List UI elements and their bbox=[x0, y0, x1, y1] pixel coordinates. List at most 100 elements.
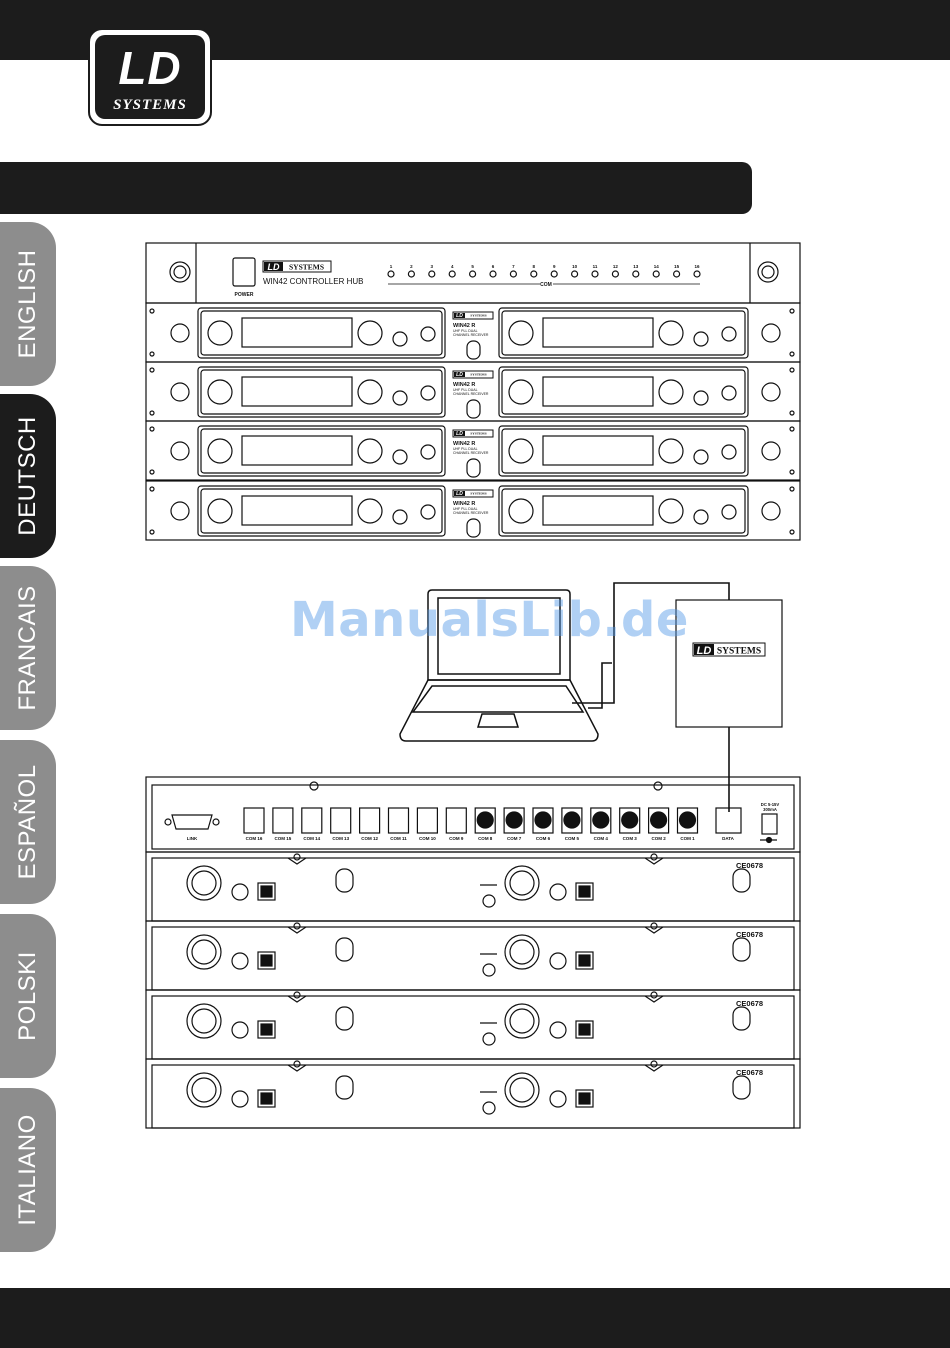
com-port-label: COM 4 bbox=[594, 836, 609, 841]
channel-button bbox=[392, 449, 408, 465]
xlr-output bbox=[504, 865, 540, 901]
hub-rear-inner bbox=[151, 784, 795, 850]
brand-badge-systems: SYSTEMS bbox=[289, 263, 324, 272]
receiver-desc-line: CHANNEL RECEIVER bbox=[453, 451, 489, 455]
mode-switch bbox=[575, 1020, 594, 1039]
rack-screw bbox=[789, 308, 795, 314]
com-port-label: COM 10 bbox=[419, 836, 436, 841]
com-led bbox=[407, 270, 415, 278]
xlr-output-inner bbox=[191, 1008, 217, 1034]
language-tab-deutsch[interactable]: DEUTSCH bbox=[0, 394, 56, 558]
brand-badge-systems: SYSTEMS bbox=[470, 432, 486, 436]
com-led-number: 5 bbox=[471, 264, 474, 269]
com-led-number: 16 bbox=[694, 264, 700, 269]
logo-ld-text: LD bbox=[118, 42, 182, 94]
channel-panel-inner bbox=[501, 488, 746, 534]
jack-output bbox=[549, 1021, 567, 1039]
brand-badge-ld: LD bbox=[268, 262, 280, 272]
brand-badge-systems: SYSTEMS bbox=[470, 314, 486, 318]
dc-link-jack bbox=[482, 894, 496, 908]
com-port-label: COM 11 bbox=[390, 836, 407, 841]
com-label: COM bbox=[540, 282, 552, 288]
com-port-label: COM 12 bbox=[361, 836, 378, 841]
com-led bbox=[428, 270, 436, 278]
channel-display bbox=[241, 435, 353, 466]
channel-panel-inner bbox=[501, 369, 746, 415]
channel-button bbox=[693, 449, 709, 465]
xlr-output-inner bbox=[191, 939, 217, 965]
mount-notch bbox=[644, 1064, 664, 1072]
brand-badge-frame bbox=[452, 429, 494, 438]
brand-badge-frame bbox=[452, 489, 494, 498]
dsub-screw bbox=[212, 818, 220, 826]
brand-badge-ld-block bbox=[454, 491, 465, 496]
com-port-label: COM 3 bbox=[623, 836, 638, 841]
receiver-front-panel bbox=[145, 420, 801, 481]
jack-output bbox=[549, 952, 567, 970]
brand-badge-ld-block bbox=[454, 372, 465, 377]
language-tab-francais[interactable]: FRANCAIS bbox=[0, 566, 56, 730]
rack-screw bbox=[149, 426, 155, 432]
data-cables bbox=[572, 582, 730, 812]
brand-badge-ld-block bbox=[454, 313, 465, 318]
com-led-number: 7 bbox=[512, 264, 515, 269]
channel-display bbox=[542, 435, 654, 466]
rack-handle bbox=[761, 441, 781, 461]
laptop-base bbox=[399, 679, 599, 742]
channel-display bbox=[241, 317, 353, 348]
com-port bbox=[619, 807, 641, 834]
antenna-port bbox=[335, 1075, 354, 1100]
mode-switch bbox=[257, 882, 276, 901]
receiver-desc-line: UHF PLL DUAL bbox=[453, 329, 478, 333]
language-tab-italiano[interactable]: ITALIANO bbox=[0, 1088, 56, 1252]
com-port bbox=[387, 807, 410, 834]
antenna-port bbox=[335, 1006, 354, 1031]
channel-panel-inner bbox=[501, 428, 746, 474]
language-tab-polski[interactable]: POLSKI bbox=[0, 914, 56, 1078]
receiver-rear-outline bbox=[145, 920, 801, 991]
receiver-desc-line: CHANNEL RECEIVER bbox=[453, 392, 489, 396]
rack-screw bbox=[293, 853, 301, 861]
receiver-desc-line: UHF PLL DUAL bbox=[453, 447, 478, 451]
watermark: ManualsLib.de bbox=[290, 592, 689, 648]
dc-link-jack bbox=[482, 1032, 496, 1046]
com-port-label: COM 5 bbox=[565, 836, 580, 841]
section-title-bar bbox=[0, 162, 752, 214]
language-tab-español[interactable]: ESPAÑOL bbox=[0, 740, 56, 904]
channel-knob bbox=[658, 320, 684, 346]
hub-brand-badge: LD SYSTEMS bbox=[262, 260, 332, 273]
jack-output bbox=[231, 952, 249, 970]
antenna-port bbox=[732, 1006, 751, 1031]
mode-switch-knob bbox=[260, 1023, 273, 1036]
brand-badge-ld: LD bbox=[697, 645, 712, 657]
rack-screw bbox=[293, 1060, 301, 1068]
dc-power-jack bbox=[761, 813, 778, 835]
xlr-output bbox=[186, 1003, 222, 1039]
laptop-screen bbox=[437, 597, 561, 675]
xlr-output bbox=[504, 934, 540, 970]
brand-badge-ld: LD bbox=[456, 372, 463, 378]
rack-screw bbox=[149, 351, 155, 357]
ce-mark: CE0678 bbox=[736, 1068, 763, 1077]
mode-switch-knob bbox=[260, 1092, 273, 1105]
rack-screw bbox=[789, 426, 795, 432]
rack-screw bbox=[149, 529, 155, 535]
antenna-port bbox=[335, 868, 354, 893]
mount-notch bbox=[287, 926, 307, 934]
language-tab-english[interactable]: ENGLISH bbox=[0, 222, 56, 386]
channel-knob bbox=[508, 438, 534, 464]
channel-button bbox=[721, 326, 737, 342]
brand-badge-systems: SYSTEMS bbox=[470, 373, 486, 377]
rack-handle bbox=[761, 501, 781, 521]
com-led-number: 6 bbox=[492, 264, 495, 269]
com-port bbox=[647, 807, 670, 834]
rack-handle bbox=[170, 382, 190, 402]
power-label: POWER bbox=[235, 292, 254, 298]
hub-model-label: WIN42 CONTROLLER HUB bbox=[263, 277, 363, 286]
com-led-number: 2 bbox=[410, 264, 413, 269]
